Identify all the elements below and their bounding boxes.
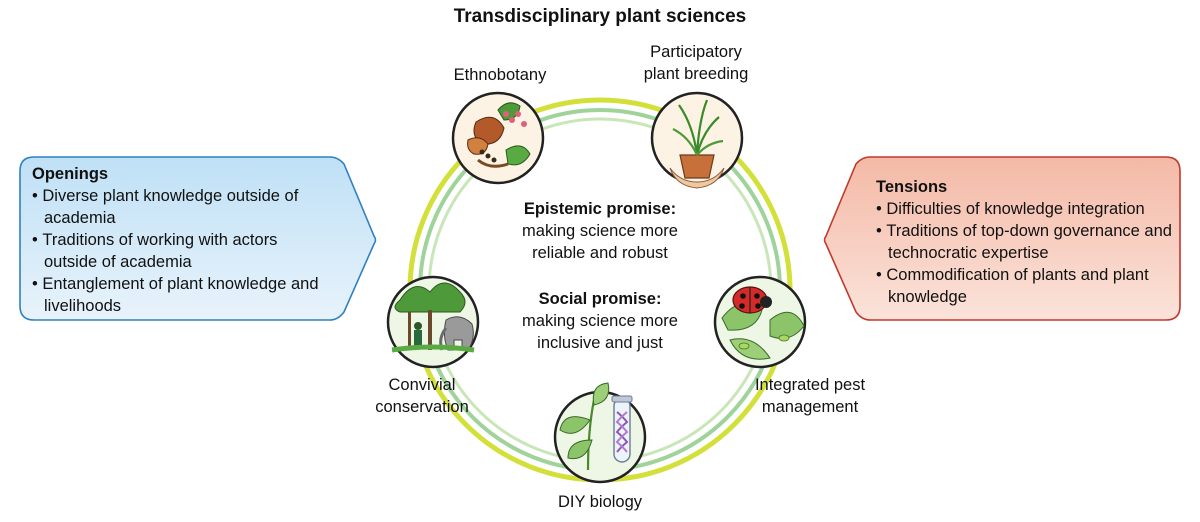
- social-promise-line: making science more: [522, 312, 678, 330]
- node-label-line: management: [761, 398, 859, 416]
- epistemic-promise-heading: Epistemic promise:: [523, 200, 677, 218]
- openings-heading: Openings: [32, 165, 109, 183]
- node-label-line: Convivial: [388, 376, 456, 394]
- node-label-line: Participatory: [650, 43, 742, 61]
- node-label-line: conservation: [375, 398, 469, 416]
- epistemic-promise: Epistemic promise: making science more r…: [470, 198, 730, 264]
- list-item: Commodification of plants and plant know…: [876, 264, 1176, 308]
- pest-management-label: Integrated pest management: [740, 374, 880, 418]
- node-label-line: plant breeding: [643, 65, 749, 83]
- conservation-illustration: [386, 275, 480, 369]
- plant-breeding-label: Participatory plant breeding: [626, 41, 766, 85]
- social-promise-heading: Social promise:: [538, 290, 662, 308]
- ethnobotany-label: Ethnobotany: [440, 64, 560, 86]
- epistemic-promise-line: making science more: [522, 222, 678, 240]
- node-label-line: Integrated pest: [754, 376, 866, 394]
- tensions-text: Tensions Difficulties of knowledge integ…: [876, 176, 1176, 308]
- list-item: Traditions of working with actors outsid…: [32, 229, 332, 273]
- ethnobotany-illustration: [451, 91, 545, 185]
- node-label-line: DIY biology: [557, 493, 643, 511]
- openings-text: Openings Diverse plant knowledge outside…: [32, 163, 332, 317]
- social-promise-line: inclusive and just: [537, 334, 663, 352]
- diy-biology-illustration: [553, 382, 647, 484]
- list-item: Diverse plant knowledge outside of acade…: [32, 185, 332, 229]
- tensions-list: Difficulties of knowledge integration Tr…: [876, 198, 1176, 308]
- openings-list: Diverse plant knowledge outside of acade…: [32, 185, 332, 317]
- conservation-label: Convivial conservation: [362, 374, 482, 418]
- epistemic-promise-line: reliable and robust: [532, 244, 668, 262]
- list-item: Difficulties of knowledge integration: [876, 198, 1176, 220]
- list-item: Traditions of top-down governance and te…: [876, 220, 1176, 264]
- plant-breeding-illustration: [650, 91, 744, 189]
- diagram-title: Transdisciplinary plant sciences: [453, 6, 747, 27]
- pest-management-illustration: [713, 275, 807, 369]
- social-promise: Social promise: making science more incl…: [470, 288, 730, 354]
- list-item: Entanglement of plant knowledge and live…: [32, 273, 332, 317]
- node-label-line: Ethnobotany: [453, 66, 547, 84]
- tensions-heading: Tensions: [876, 178, 948, 196]
- diy-biology-label: DIY biology: [540, 491, 660, 513]
